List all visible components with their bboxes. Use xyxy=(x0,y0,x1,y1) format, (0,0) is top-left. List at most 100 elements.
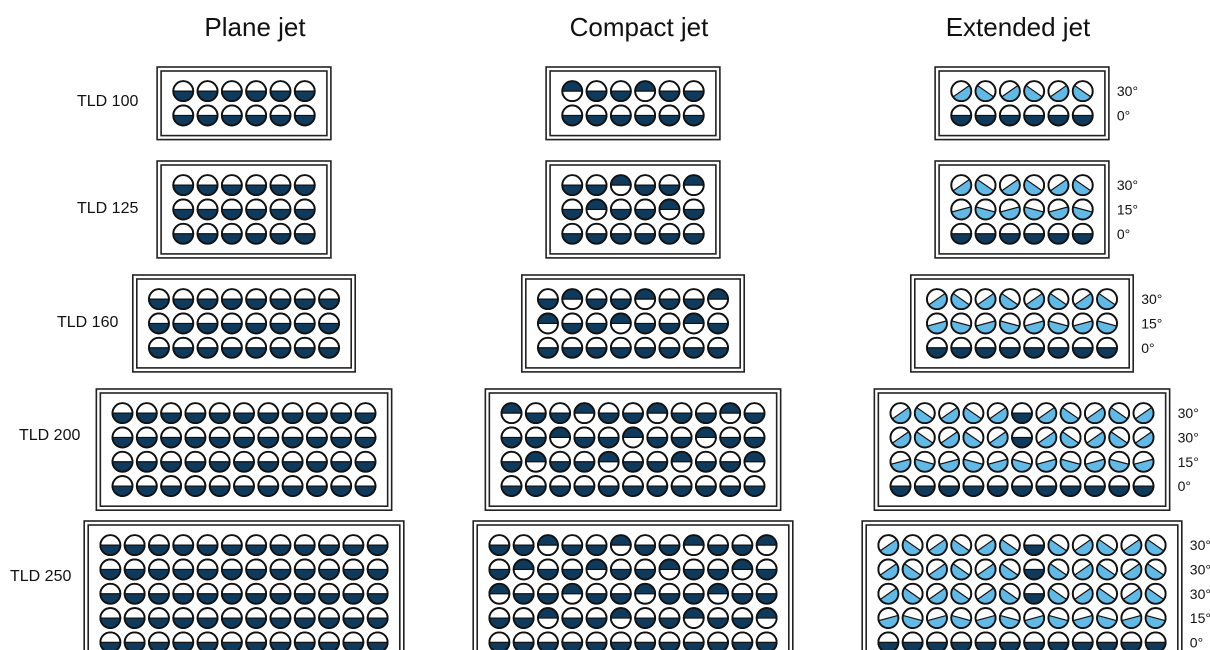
nozzle xyxy=(938,450,960,473)
nozzle xyxy=(913,475,936,497)
nozzle xyxy=(1071,104,1094,127)
nozzle xyxy=(1035,426,1058,449)
nozzle xyxy=(488,534,511,557)
nozzle xyxy=(488,558,511,581)
nozzle xyxy=(962,450,985,473)
nozzle xyxy=(682,631,705,650)
nozzle xyxy=(634,582,657,605)
nozzle xyxy=(160,475,183,497)
nozzle xyxy=(1023,558,1046,581)
angle-label: 15° xyxy=(1117,201,1138,217)
nozzle xyxy=(1047,288,1070,311)
nozzle xyxy=(269,631,292,650)
nozzle xyxy=(950,336,973,359)
panel-extended-tld-100: 30°0° xyxy=(934,66,1138,141)
nozzle xyxy=(938,426,960,449)
panel-compact-tld-250 xyxy=(472,520,794,650)
nozzle xyxy=(1071,631,1094,650)
nozzle xyxy=(366,582,389,605)
nozzle xyxy=(877,558,900,581)
nozzle xyxy=(950,288,973,311)
nozzle xyxy=(354,450,377,473)
panel-extended-tld-200: 30°30°15°0° xyxy=(873,388,1199,511)
nozzle xyxy=(877,607,900,629)
angle-label: 30° xyxy=(1190,561,1210,577)
nozzle xyxy=(1047,558,1070,581)
nozzle xyxy=(549,426,571,449)
nozzle xyxy=(646,475,669,497)
nozzle xyxy=(1096,336,1118,359)
nozzle xyxy=(220,631,243,650)
angle-label: 15° xyxy=(1178,454,1199,470)
nozzle xyxy=(123,631,146,650)
nozzle xyxy=(537,336,559,359)
nozzle xyxy=(658,222,681,245)
nozzle xyxy=(998,288,1021,311)
nozzle xyxy=(172,104,195,127)
nozzle xyxy=(889,402,912,425)
nozzle xyxy=(220,80,243,103)
nozzle xyxy=(123,534,146,557)
nozzle xyxy=(998,582,1021,605)
nozzle xyxy=(634,607,657,629)
nozzle xyxy=(962,426,985,449)
nozzle xyxy=(1023,582,1046,605)
nozzle xyxy=(755,558,778,581)
nozzle xyxy=(658,80,681,103)
nozzle xyxy=(974,198,997,221)
nozzle xyxy=(1120,607,1143,629)
nozzle xyxy=(1023,104,1046,127)
nozzle xyxy=(561,222,584,245)
nozzle xyxy=(305,450,328,473)
nozzle xyxy=(561,558,584,581)
nozzle xyxy=(926,336,948,359)
nozzle xyxy=(1023,336,1046,359)
panel-compact-tld-125 xyxy=(545,160,721,259)
nozzle xyxy=(293,607,316,629)
nozzle xyxy=(609,582,632,605)
nozzle xyxy=(682,582,705,605)
nozzle xyxy=(634,174,657,197)
nozzle xyxy=(658,631,681,650)
nozzle xyxy=(1071,534,1094,557)
nozzle xyxy=(634,631,657,650)
nozzle xyxy=(950,174,973,197)
nozzle xyxy=(293,558,316,581)
nozzle xyxy=(220,582,243,605)
nozzle xyxy=(585,198,608,221)
nozzle xyxy=(998,534,1021,557)
nozzle xyxy=(974,607,997,629)
nozzle xyxy=(561,534,584,557)
nozzle xyxy=(293,174,316,197)
nozzle xyxy=(269,534,292,557)
nozzle xyxy=(695,450,717,473)
nozzle xyxy=(220,288,243,311)
nozzle xyxy=(1144,631,1167,650)
nozzle xyxy=(281,450,304,473)
nozzle xyxy=(609,222,632,245)
nozzle xyxy=(184,426,207,449)
nozzle xyxy=(950,558,973,581)
nozzle xyxy=(901,534,924,557)
nozzle xyxy=(196,222,219,245)
nozzle xyxy=(196,582,219,605)
angle-label: 15° xyxy=(1141,315,1162,331)
nozzle xyxy=(585,312,608,335)
nozzle xyxy=(707,288,729,311)
nozzle xyxy=(354,475,377,497)
nozzle xyxy=(123,582,146,605)
nozzle xyxy=(609,312,632,335)
nozzle xyxy=(257,475,280,497)
nozzle xyxy=(1096,534,1118,557)
nozzle xyxy=(682,222,705,245)
nozzle xyxy=(561,607,584,629)
panel-compact-tld-200 xyxy=(484,388,782,511)
nozzle xyxy=(281,402,304,425)
nozzle xyxy=(208,475,231,497)
nozzle xyxy=(245,312,268,335)
nozzle xyxy=(245,607,268,629)
nozzle xyxy=(1084,402,1106,425)
nozzle xyxy=(634,222,657,245)
nozzle xyxy=(609,631,632,650)
nozzle xyxy=(549,402,571,425)
